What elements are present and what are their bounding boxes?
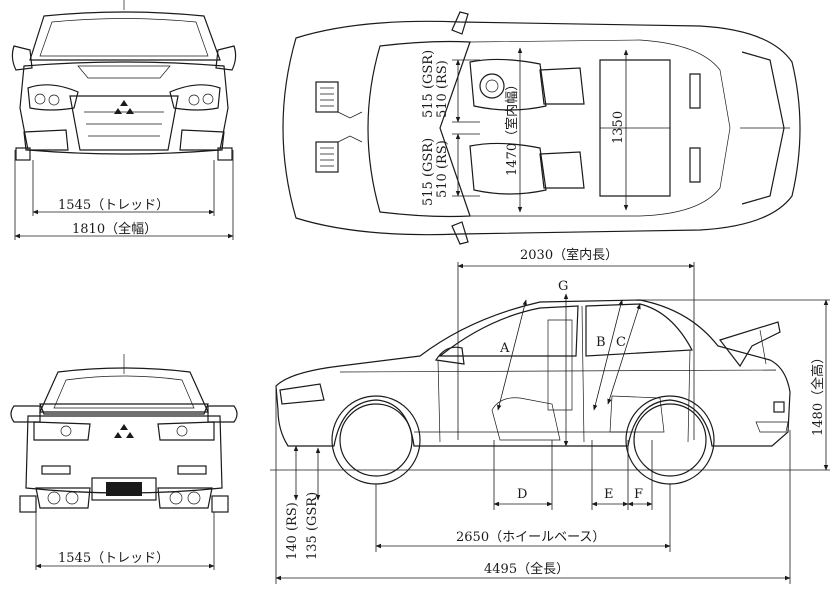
side-clearance-gsr: 135 (GSR) <box>305 492 320 560</box>
side-label-a: A <box>499 341 510 356</box>
top-lower-gsr: 515 (GSR) <box>421 138 436 206</box>
side-wheelbase: 2650（ホイールベース） <box>456 530 605 545</box>
side-length: 4495（全長） <box>484 561 569 577</box>
top-upper-rs: 510 (RS) <box>435 60 450 118</box>
side-label-c: C <box>616 335 626 350</box>
side-label-e: E <box>604 487 614 502</box>
side-label-g: G <box>558 279 568 294</box>
rear-view <box>10 354 238 570</box>
top-upper-gsr: 515 (GSR) <box>421 50 436 118</box>
top-interior-width: 1470（室内幅） <box>504 78 520 176</box>
side-clearance-rs: 140 (RS) <box>285 502 300 560</box>
side-height: 1480（全高） <box>810 351 826 436</box>
top-rear-width: 1350 <box>611 111 626 144</box>
front-width-label: 1810（全幅） <box>72 221 157 237</box>
top-lower-rs: 510 (RS) <box>435 140 450 198</box>
side-label-f: F <box>634 487 643 502</box>
top-view <box>282 11 801 245</box>
side-view <box>270 262 830 584</box>
side-interior-length: 2030（室内長） <box>520 247 618 263</box>
rear-track-label: 1545（トレッド） <box>58 551 169 566</box>
front-view <box>11 0 237 240</box>
side-label-b: B <box>596 335 606 350</box>
side-label-d: D <box>517 487 527 502</box>
front-track-label: 1545（トレッド） <box>58 198 169 213</box>
